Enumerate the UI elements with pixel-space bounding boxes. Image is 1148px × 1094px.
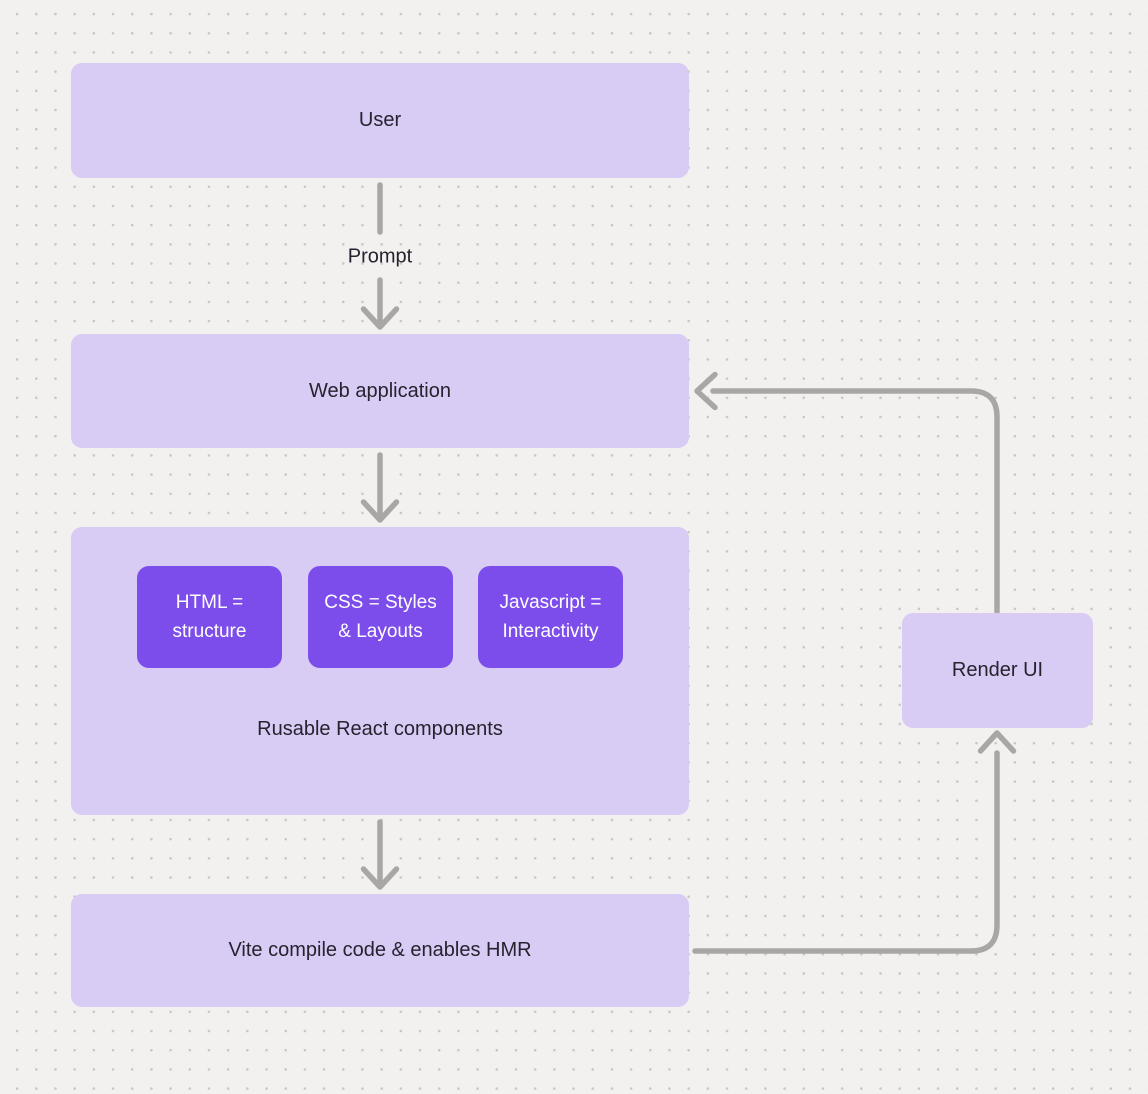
node-css-styles[interactable]: CSS = Styles & Layouts [308, 566, 453, 668]
node-user[interactable]: User [71, 63, 689, 178]
connector-vite-to-render [692, 750, 1000, 954]
arrowhead-down-vite [360, 866, 400, 890]
node-web-application[interactable]: Web application [71, 334, 689, 448]
arrowhead-down-webapp [360, 306, 400, 330]
edge-label-prompt: Prompt [347, 245, 413, 268]
node-javascript-interactivity[interactable]: Javascript = Interactivity [478, 566, 623, 668]
node-components-group-label: Rusable React components [257, 718, 503, 740]
connector-render-to-webapp [710, 388, 1000, 615]
node-user-label: User [358, 109, 402, 131]
node-css-styles-label: CSS = Styles & Layouts [324, 592, 437, 642]
node-web-application-label: Web application [309, 379, 451, 402]
node-render-ui-label: Render UI [951, 659, 1044, 681]
node-html-structure[interactable]: HTML = structure [137, 566, 282, 668]
arrowhead-up-render [977, 730, 1017, 754]
node-html-structure-label: HTML = structure [172, 592, 247, 642]
arrowhead-down-group [360, 499, 400, 523]
node-javascript-interactivity-label: Javascript = Interactivity [499, 592, 602, 642]
node-render-ui[interactable]: Render UI [902, 613, 1093, 728]
node-vite-compile-label: Vite compile code & enables HMR [228, 939, 532, 961]
arrowhead-left-webapp [694, 371, 718, 411]
node-vite-compile[interactable]: Vite compile code & enables HMR [71, 894, 689, 1007]
